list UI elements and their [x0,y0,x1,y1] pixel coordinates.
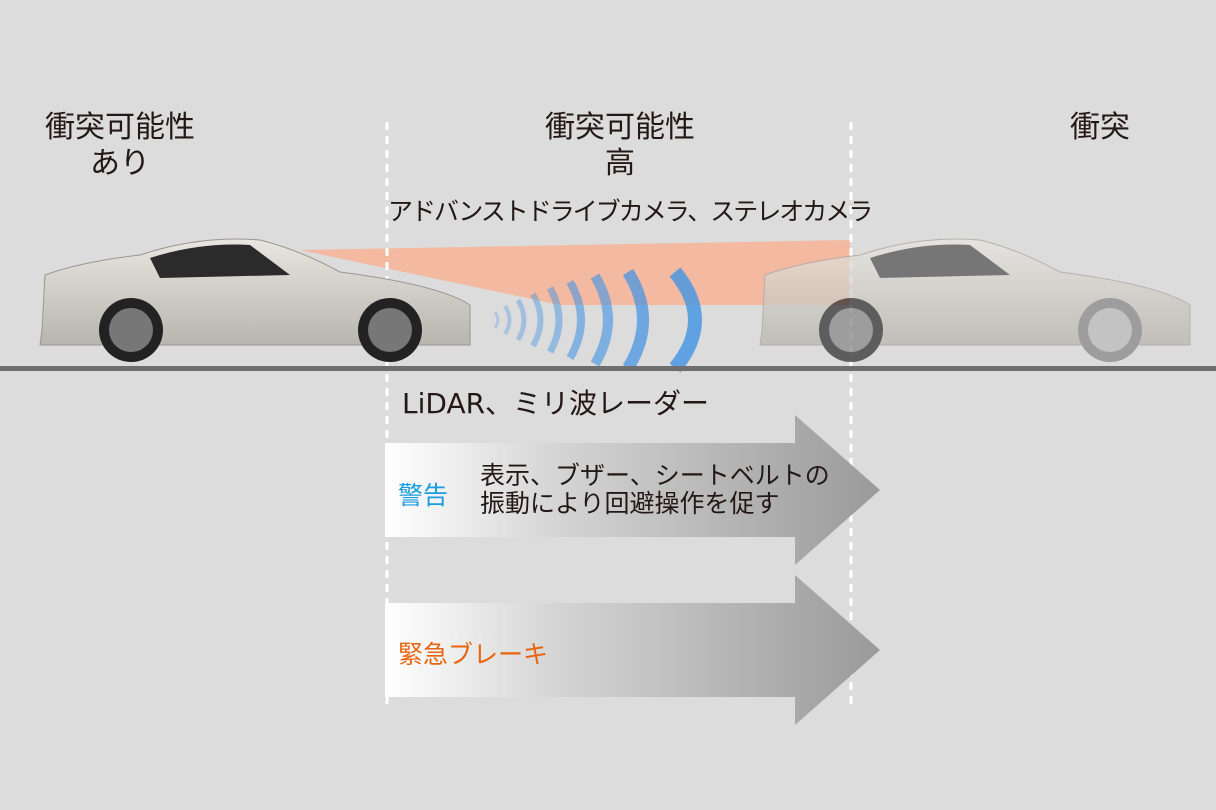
camera-sensor-label: アドバンストドライブカメラ、ステレオカメラ [388,197,873,226]
stage-possible-line2: あり [90,146,150,181]
warning-arrow [385,415,880,565]
stage-high-label: 衝突可能性 高 [520,110,720,182]
stage-high-line2: 高 [605,146,635,181]
camera-beam [300,240,850,305]
lidar-sensor-label: LiDAR、ミリ波レーダー [402,387,710,420]
own-vehicle [39,238,471,362]
warning-title: 警告 [398,481,449,510]
stage-collision-label: 衝突 [1070,110,1130,145]
road-line [0,366,1216,371]
brake-title: 緊急ブレーキ [398,640,549,669]
forward-vehicle [759,238,1191,362]
brake-arrow [385,575,880,725]
warning-description: 表示、ブザー、シートベルトの 振動により回避操作を促す [480,462,830,518]
stage-high-line1: 衝突可能性 [545,110,695,145]
warning-desc-line1: 表示、ブザー、シートベルトの [480,461,830,490]
radar-wave-icon [493,267,702,373]
stage-possible-label: 衝突可能性 あり [20,110,220,182]
warning-desc-line2: 振動により回避操作を促す [480,489,780,518]
stage-possible-line1: 衝突可能性 [45,110,195,145]
